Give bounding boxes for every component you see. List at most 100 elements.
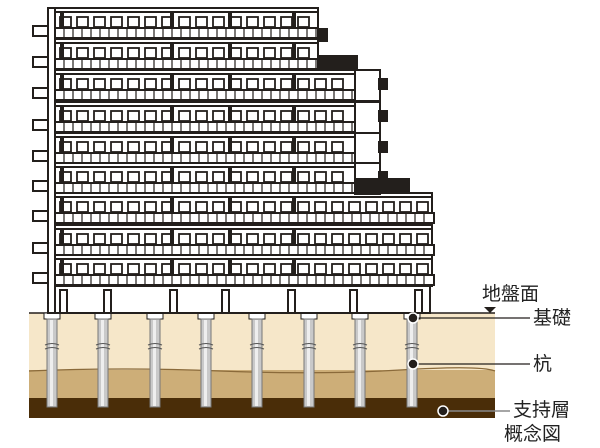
window	[263, 263, 276, 275]
window	[127, 78, 140, 90]
window	[127, 233, 140, 245]
window	[297, 233, 310, 245]
window	[331, 201, 344, 213]
column-mark	[228, 75, 232, 90]
roof-shadow	[318, 28, 328, 42]
window	[280, 110, 293, 122]
window	[178, 141, 191, 153]
window	[195, 110, 208, 122]
roof-shadow	[355, 178, 410, 193]
window	[263, 233, 276, 245]
setback-shadow	[378, 78, 388, 90]
pile	[146, 312, 164, 408]
window	[110, 263, 123, 275]
window	[178, 78, 191, 90]
soil-boundary-line	[28, 367, 496, 374]
window	[246, 16, 259, 28]
window	[93, 263, 106, 275]
window	[280, 141, 293, 153]
window	[195, 78, 208, 90]
window	[144, 263, 157, 275]
window	[314, 233, 327, 245]
window	[93, 47, 106, 59]
window	[280, 78, 293, 90]
foundation-label: 基礎	[533, 307, 572, 329]
window	[144, 47, 157, 59]
window	[178, 171, 191, 183]
window	[178, 263, 191, 275]
window	[212, 141, 225, 153]
column-mark	[170, 107, 174, 122]
window	[144, 78, 157, 90]
column-mark	[292, 198, 296, 213]
pile-highlight	[307, 320, 310, 406]
window	[331, 171, 344, 183]
window	[297, 16, 310, 28]
window	[416, 233, 429, 245]
column-mark	[228, 138, 232, 153]
piloti-column	[221, 289, 230, 314]
window	[297, 110, 310, 122]
column-mark	[170, 44, 174, 59]
column-mark	[228, 198, 232, 213]
window	[314, 78, 327, 90]
window	[127, 263, 140, 275]
column-mark	[292, 230, 296, 245]
window	[246, 78, 259, 90]
window	[76, 141, 89, 153]
pile-break-mark	[249, 343, 265, 350]
pile-highlight	[101, 320, 104, 406]
column-mark	[292, 75, 296, 90]
window	[212, 201, 225, 213]
window	[178, 16, 191, 28]
window	[76, 110, 89, 122]
floor	[32, 254, 435, 287]
window	[263, 110, 276, 122]
window	[314, 171, 327, 183]
window	[263, 16, 276, 28]
piloti-column	[414, 289, 423, 314]
column-mark	[60, 138, 64, 153]
window	[297, 201, 310, 213]
window	[195, 171, 208, 183]
pile-break-mark	[44, 343, 60, 350]
window	[263, 78, 276, 90]
window	[280, 233, 293, 245]
pile-break-mark	[352, 343, 368, 350]
pile-break-mark	[404, 343, 420, 350]
left-column	[47, 7, 56, 314]
foundation-dot-icon	[407, 312, 419, 324]
bearing-layer	[29, 398, 495, 418]
column-mark	[170, 13, 174, 28]
window	[212, 47, 225, 59]
window	[399, 263, 412, 275]
window	[212, 16, 225, 28]
window	[399, 233, 412, 245]
window	[127, 171, 140, 183]
column-mark	[228, 230, 232, 245]
window	[314, 263, 327, 275]
window	[246, 47, 259, 59]
building	[32, 7, 435, 314]
window	[195, 16, 208, 28]
bearing-layer-label: 支持層	[513, 399, 571, 421]
window	[331, 233, 344, 245]
window	[280, 47, 293, 59]
window	[212, 233, 225, 245]
window	[263, 201, 276, 213]
window	[297, 78, 310, 90]
ground-level-marker-icon	[484, 307, 496, 313]
window	[144, 16, 157, 28]
window	[76, 47, 89, 59]
column-mark	[170, 198, 174, 213]
window	[263, 171, 276, 183]
window	[144, 110, 157, 122]
window	[110, 141, 123, 153]
floor	[32, 7, 319, 40]
ground-surface-label: 地盤面	[482, 283, 540, 305]
floor	[32, 38, 319, 71]
window	[399, 201, 412, 213]
floor	[32, 224, 435, 257]
window	[110, 171, 123, 183]
window	[76, 16, 89, 28]
